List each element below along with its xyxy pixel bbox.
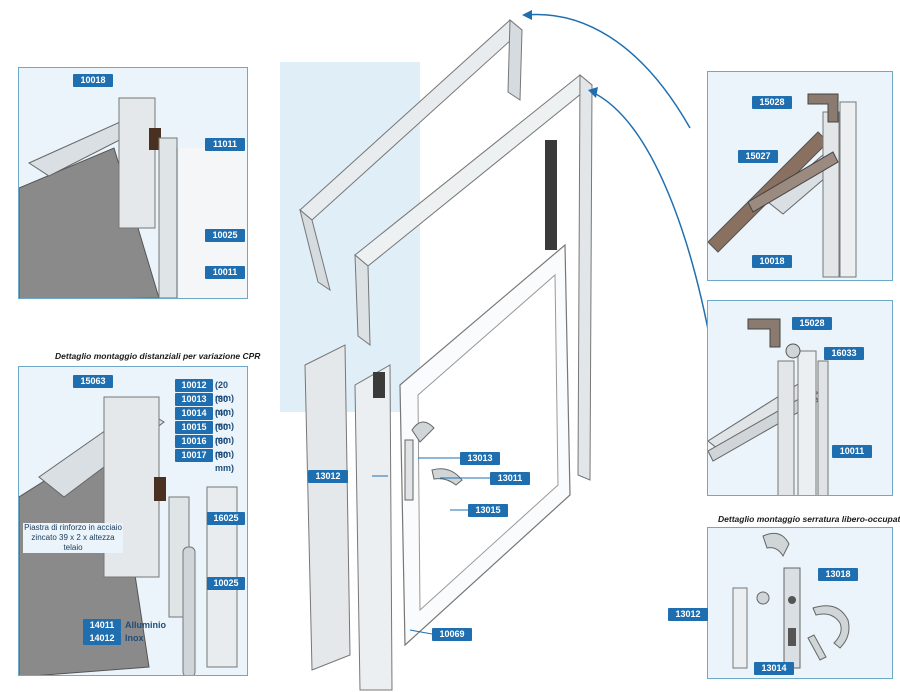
label-11011: 11011 — [205, 138, 245, 151]
lock-detail-drawing — [732, 532, 850, 669]
spacer-size-5: (80 mm) — [215, 450, 235, 473]
label-10011: 10011 — [205, 266, 245, 279]
hinge-material-0: Alluminio — [125, 620, 166, 630]
spacer-size-3: (50 mm) — [215, 422, 235, 445]
label-10025: 10025 — [207, 577, 245, 590]
label-15027: 15027 — [738, 150, 778, 163]
label-10018: 10018 — [752, 255, 792, 268]
center-label-13013: 13013 — [460, 452, 500, 465]
label-15028: 15028 — [792, 317, 832, 330]
detail-panel-top-right: 15028 15027 10018 — [707, 71, 893, 281]
reinforcement-plate-note: Piastra di rinforzo in acciaio zincato 3… — [23, 523, 123, 553]
detail-panel-mid-left: 15063 10012 (20 mm) 10013 (30 mm) 10014 … — [18, 366, 248, 676]
label-13014: 13014 — [754, 662, 794, 675]
center-label-10069: 10069 — [432, 628, 472, 641]
caption-lock-detail: Dettaglio montaggio serratura libero-occ… — [718, 514, 900, 524]
caption-cpr-detail: Dettaglio montaggio distanziali per vari… — [55, 351, 261, 361]
hinge-bracket-drawing — [708, 318, 829, 495]
spacer-code-2: 10014 — [175, 407, 213, 420]
spacer-size-0: (20 mm) — [215, 380, 235, 403]
spacer-size-1: (30 mm) — [215, 394, 235, 417]
detail-panel-bottom-right: 13018 13014 — [707, 527, 893, 679]
center-label-13012: 13012 — [308, 470, 348, 483]
label-15063: 15063 — [73, 375, 113, 388]
label-10018: 10018 — [73, 74, 113, 87]
detail-panel-top-left: 10018 11011 10025 10011 — [18, 67, 248, 299]
label-10011: 10011 — [832, 445, 872, 458]
label-10025: 10025 — [205, 229, 245, 242]
center-label-13015: 13015 — [468, 504, 508, 517]
spacer-code-4: 10016 — [175, 435, 213, 448]
label-13018: 13018 — [818, 568, 858, 581]
spacer-code-3: 10015 — [175, 421, 213, 434]
label-15028: 15028 — [752, 96, 792, 109]
hinge-code-1: 14012 — [83, 632, 121, 645]
spacer-code-5: 10017 — [175, 449, 213, 462]
hinge-code-0: 14011 — [83, 619, 121, 632]
label-16033: 16033 — [824, 347, 864, 360]
spacer-code-1: 10013 — [175, 393, 213, 406]
frame-corner-drawing — [708, 93, 857, 278]
center-label-13011: 13011 — [490, 472, 530, 485]
detail-panel-mid-right: 15028 16033 10011 — [707, 300, 893, 496]
spacer-size-4: (60 mm) — [215, 436, 235, 459]
hinge-material-1: Inox — [125, 633, 144, 643]
label-16025: 16025 — [207, 512, 245, 525]
label-13012-lock: 13012 — [668, 608, 708, 621]
spacer-code-0: 10012 — [175, 379, 213, 392]
spacer-size-2: (40 mm) — [215, 408, 235, 431]
